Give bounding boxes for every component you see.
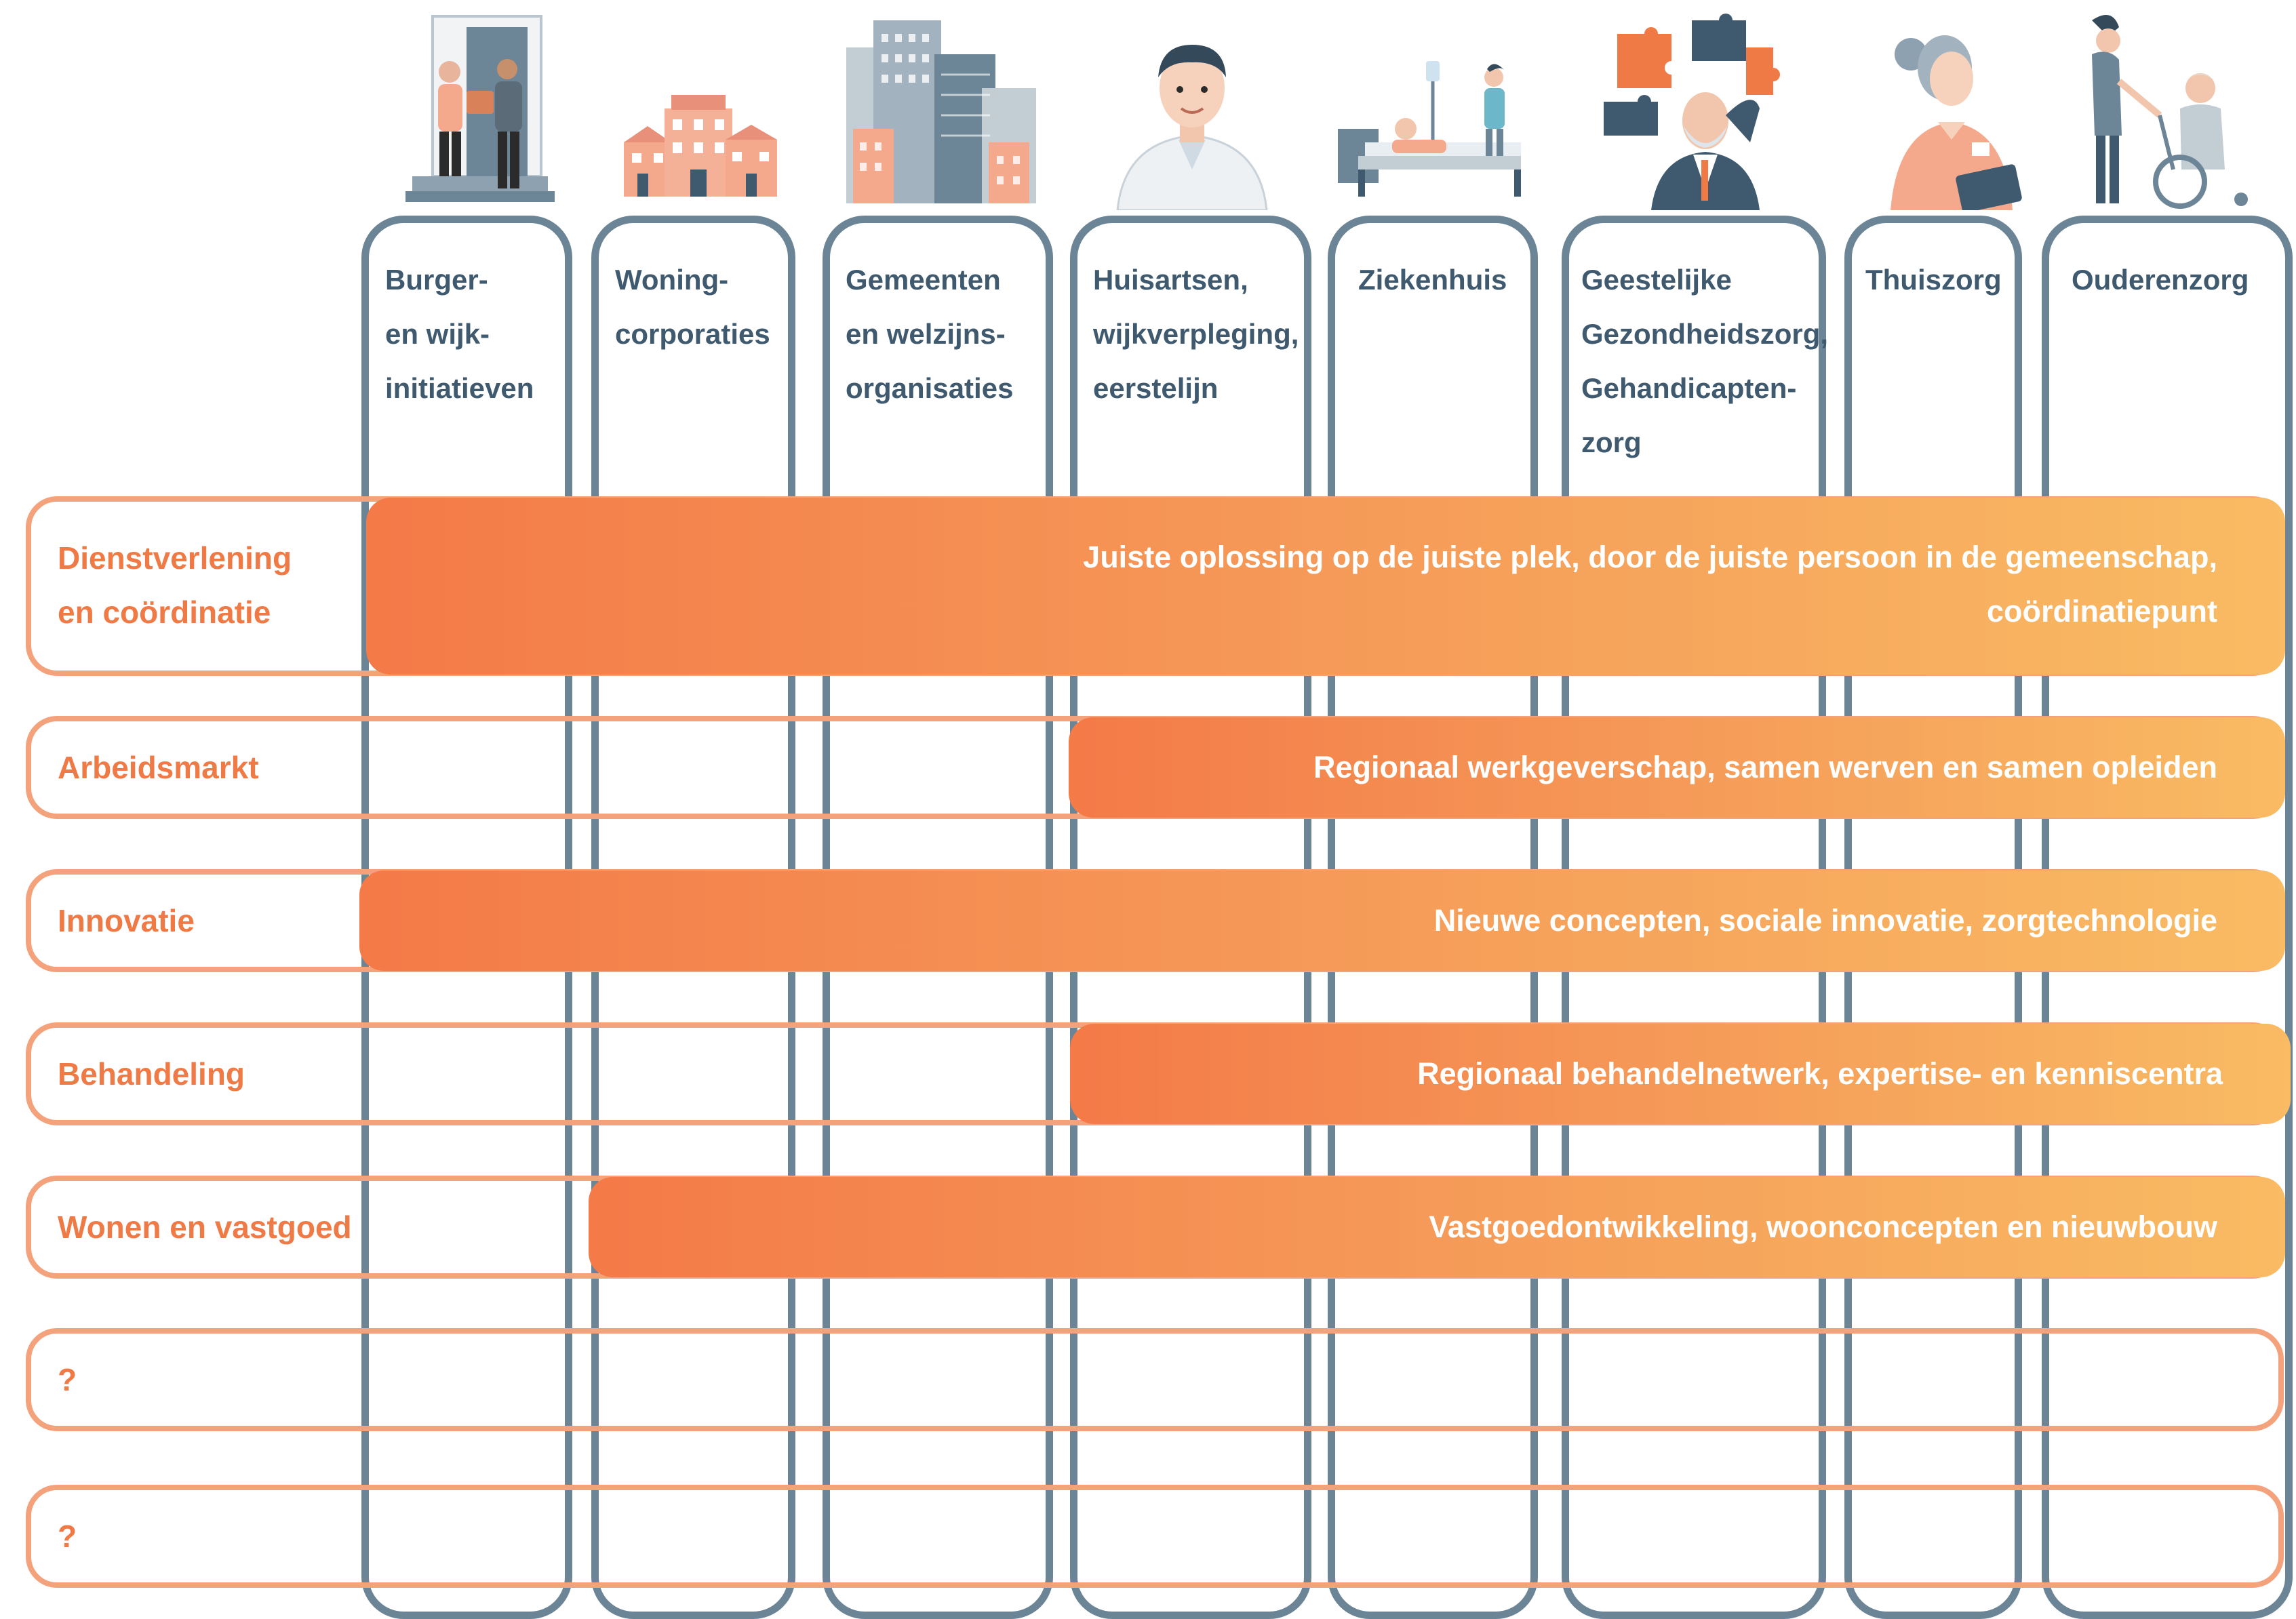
column-label-ziekenhuis: Ziekenhuis	[1358, 264, 1507, 296]
city-buildings-icon	[839, 7, 1043, 210]
row-leeg-1	[26, 1328, 2284, 1431]
column-label-gemeenten: Gemeenten en welzijns- organisaties	[846, 264, 1014, 404]
row-label-arbeidsmarkt: Arbeidsmarkt	[58, 750, 259, 785]
hospital-bed-icon	[1331, 7, 1535, 210]
column-label-burger: Burger- en wijk- initiatieven	[385, 264, 534, 404]
bar-arbeidsmarkt: Regionaal werkgeverschap, samen werven e…	[1069, 717, 2285, 818]
bar-behandeling: Regionaal behandelnetwerk, expertise- en…	[1070, 1024, 2291, 1124]
column-label-ouderenzorg: Ouderenzorg	[2072, 264, 2249, 296]
people-at-door-icon	[365, 7, 568, 210]
wheelchair-icon	[2065, 7, 2268, 210]
bar-text-innovatie: Nieuwe concepten, sociale innovatie, zor…	[1433, 903, 2217, 938]
row-label-innovatie: Innovatie	[58, 903, 195, 938]
row-label-wonen: Wonen en vastgoed	[58, 1210, 352, 1245]
row-label-behandeling: Behandeling	[58, 1056, 245, 1092]
row-label-dienstverlening: Dienstverlening en coördinatie	[58, 540, 292, 630]
column-label-thuiszorg: Thuiszorg	[1865, 264, 2002, 296]
houses-icon	[597, 7, 800, 210]
bar-text-arbeidsmarkt: Regionaal werkgeverschap, samen werven e…	[1313, 750, 2217, 784]
bar-text-wonen: Vastgoedontwikkeling, woonconcepten en n…	[1429, 1210, 2217, 1244]
row-label-leeg-1: ?	[58, 1362, 77, 1397]
row-leeg-2	[26, 1485, 2284, 1588]
column-label-ggz: Geestelijke Gezondheidszorg, Gehandicapt…	[1581, 264, 1829, 458]
nurse-clipboard-icon	[1850, 7, 2053, 210]
bar-text-dienstverlening: Juiste oplossing op de juiste plek, door…	[1083, 540, 2217, 628]
column-label-huisartsen: Huisartsen, wijkverpleging, eerstelijn	[1093, 264, 1299, 404]
puzzle-thinker-icon	[1590, 7, 1794, 210]
bar-innovatie: Nieuwe concepten, sociale innovatie, zor…	[359, 871, 2285, 971]
row-label-leeg-2: ?	[58, 1519, 77, 1554]
bar-dienstverlening: Juiste oplossing op de juiste plek, door…	[366, 498, 2285, 675]
doctor-icon	[1090, 7, 1294, 210]
bar-text-behandeling: Regionaal behandelnetwerk, expertise- en…	[1417, 1056, 2223, 1091]
column-label-woning: Woning- corporaties	[615, 264, 770, 350]
bar-wonen: Vastgoedontwikkeling, woonconcepten en n…	[589, 1177, 2285, 1277]
